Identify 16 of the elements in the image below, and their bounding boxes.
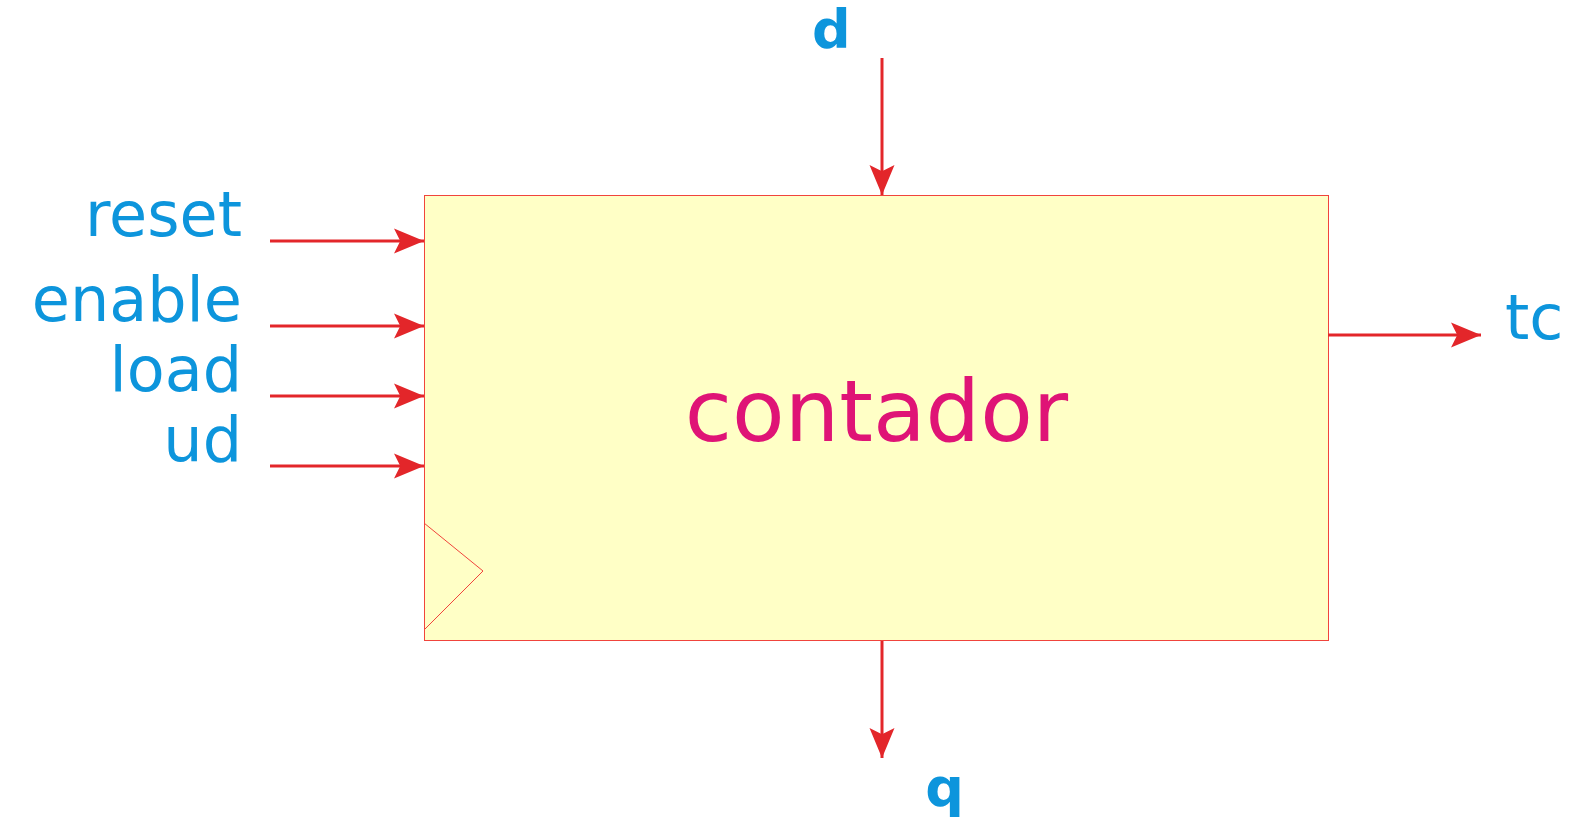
arrow <box>270 383 424 409</box>
signal-label: load <box>0 335 270 405</box>
signal-label: tc <box>1481 283 1574 353</box>
signal-label: reset <box>0 180 270 250</box>
arrow <box>270 313 424 339</box>
arrow <box>270 453 424 479</box>
signal-label: q <box>872 758 972 818</box>
arrow <box>869 641 895 758</box>
arrow <box>1328 322 1481 348</box>
arrow <box>270 228 424 254</box>
block-title: contador <box>683 361 1070 461</box>
signal-label: ud <box>0 405 270 475</box>
counter-block <box>424 195 1329 641</box>
signal-label: enable <box>0 265 270 335</box>
signal-label: d <box>806 2 886 58</box>
arrow <box>869 58 895 195</box>
